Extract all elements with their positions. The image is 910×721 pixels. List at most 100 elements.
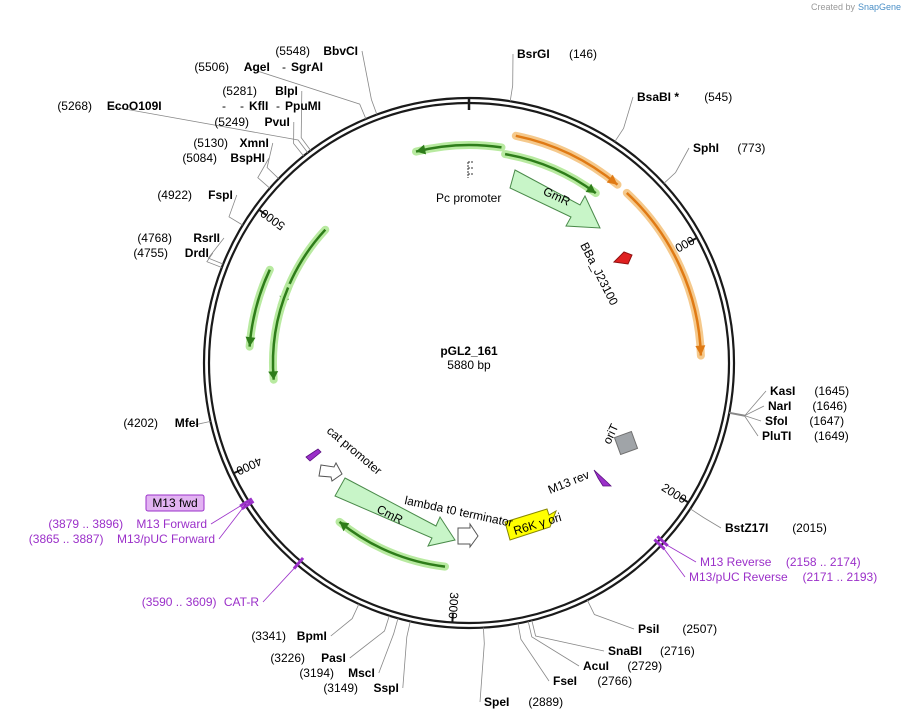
separator: - xyxy=(282,60,286,74)
site-leader xyxy=(361,50,378,115)
site-leader xyxy=(330,603,360,637)
site-position: (146) xyxy=(569,47,597,61)
primer-range: (2158 .. 2174) xyxy=(786,555,861,569)
site-leader xyxy=(378,618,399,674)
site-leader xyxy=(531,620,605,652)
site-position: (3341) xyxy=(251,629,286,643)
site-name: BbvCI xyxy=(323,44,358,58)
site-name: FseI xyxy=(553,674,577,688)
pc-promoter-glyph xyxy=(467,161,474,178)
lambda-t0-marker xyxy=(457,522,479,549)
site-name: DrdI xyxy=(185,246,209,260)
site-leader xyxy=(300,90,312,151)
site-name: BlpI xyxy=(275,84,298,98)
tick-mark xyxy=(451,613,454,623)
site-position: (545) xyxy=(704,90,732,104)
site-position: (5249) xyxy=(214,115,249,129)
m13-fwd-box xyxy=(145,494,205,512)
site-position: (2716) xyxy=(660,644,695,658)
m13-rev-label: M13 rev xyxy=(546,468,591,497)
separator: - xyxy=(222,99,226,113)
site-name: AgeI xyxy=(244,60,270,74)
primer-mark xyxy=(240,500,255,511)
orf-arc-bottom-arrowhead xyxy=(339,521,350,532)
primer-name: M13/pUC Reverse xyxy=(689,570,788,584)
site-position: (1645) xyxy=(814,384,849,398)
site-name: PvuI xyxy=(264,115,289,129)
feature-arcs xyxy=(239,131,706,571)
site-position: (2729) xyxy=(627,659,662,673)
site-position: (4202) xyxy=(123,416,158,430)
orf-arc-left-1-arrowhead xyxy=(245,336,256,347)
site-position: (773) xyxy=(737,141,765,155)
site-name: EcoO109I xyxy=(107,99,162,113)
primer-marker-inner xyxy=(305,448,322,462)
site-leader xyxy=(257,157,271,189)
site-position: (1647) xyxy=(809,414,844,428)
orange-arc-1-arrowhead xyxy=(606,174,618,185)
site-labels: BsrGI(146)BsaBI *(545)SphI(773)KasI(1645… xyxy=(29,44,877,709)
site-position: (4755) xyxy=(133,246,168,260)
tick-mark xyxy=(233,468,243,475)
orange-arc-2-arrowhead xyxy=(695,345,706,356)
site-name: BsaBI * xyxy=(637,90,679,104)
site-position: (3149) xyxy=(323,681,358,695)
site-leader xyxy=(509,53,514,102)
bba-j23100-marker xyxy=(612,251,633,265)
site-name: AcuI xyxy=(583,659,609,673)
site-leader xyxy=(293,121,304,157)
plasmid-size: 5880 bp xyxy=(447,358,491,372)
bba-j23100-label: BBa_J23100 xyxy=(577,240,621,308)
primer-leader xyxy=(262,567,295,603)
site-position: (5130) xyxy=(193,136,228,150)
m13-fwd-label: M13 fwd xyxy=(152,496,197,510)
orf-arc-top-arrowhead xyxy=(415,144,427,155)
site-name: MscI xyxy=(348,666,375,680)
site-position: (1646) xyxy=(812,399,847,413)
plasmid-name: pGL2_161 xyxy=(440,344,498,358)
primer-name: CAT-R xyxy=(224,595,259,609)
site-leader xyxy=(479,627,485,703)
site-leader xyxy=(349,615,390,659)
site-position: (5506) xyxy=(194,60,229,74)
site-name: BspHI xyxy=(230,151,265,165)
primer-leader xyxy=(210,505,242,525)
site-leader xyxy=(729,412,762,422)
site-position: (3194) xyxy=(299,666,334,680)
primer-range: (2171 .. 2193) xyxy=(803,570,878,584)
site-leader xyxy=(527,621,580,667)
primer-leader xyxy=(666,544,697,563)
orf-arc-left-1-glow xyxy=(245,265,274,351)
site-position: (2507) xyxy=(682,622,717,636)
site-name: SnaBI xyxy=(608,644,642,658)
site-name: SgrAI xyxy=(291,60,323,74)
site-position: (5548) xyxy=(275,44,310,58)
site-name: NarI xyxy=(768,399,791,413)
site-name: PpuMI xyxy=(285,99,321,113)
primer-range: (3879 .. 3896) xyxy=(48,517,123,531)
site-position: (5268) xyxy=(57,99,92,113)
site-position: (4922) xyxy=(157,188,192,202)
orf-arc-gmr xyxy=(504,152,597,195)
site-name: RsrII xyxy=(193,231,220,245)
site-leader xyxy=(586,599,635,630)
primer-leader xyxy=(218,508,243,540)
site-position: (1649) xyxy=(814,429,849,443)
site-leader xyxy=(614,96,634,142)
tick-label: 3000 xyxy=(446,592,462,620)
site-name: KflI xyxy=(249,99,268,113)
site-leader xyxy=(194,421,211,426)
site-name: SpeI xyxy=(484,695,509,709)
primer-mark xyxy=(653,538,666,551)
separator: - xyxy=(276,99,280,113)
site-leader xyxy=(228,194,243,226)
site-name: BstZ17I xyxy=(725,521,768,535)
orange-arc-1 xyxy=(515,134,619,186)
plasmid-backbone xyxy=(202,96,736,630)
site-leader xyxy=(729,413,759,437)
site-position: (3226) xyxy=(270,651,305,665)
site-position: (5281) xyxy=(222,84,257,98)
orf-arc-left-2 xyxy=(271,287,290,380)
site-leader xyxy=(729,390,767,416)
